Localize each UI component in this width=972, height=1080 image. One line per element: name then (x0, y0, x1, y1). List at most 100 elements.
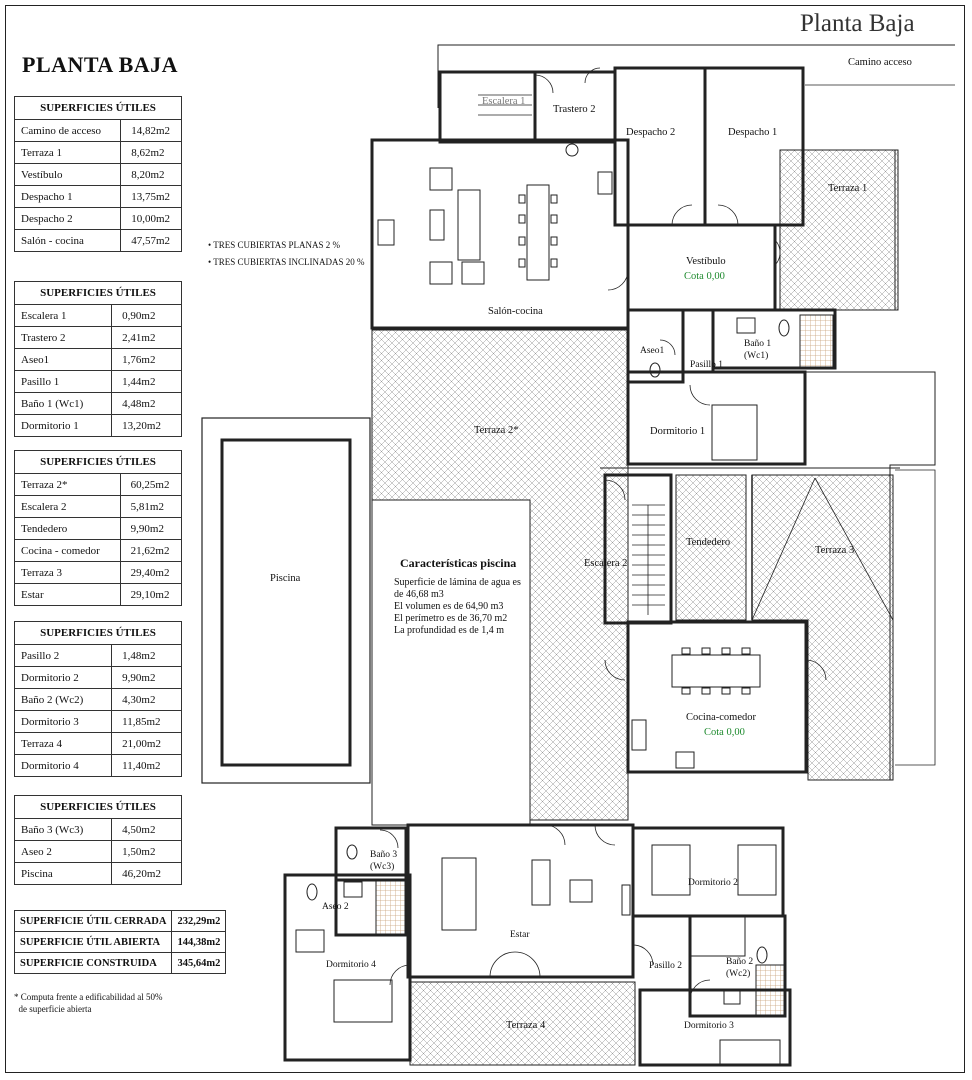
bullet-glyph: • (208, 240, 212, 250)
terraza-3-area (751, 474, 894, 781)
label-aseo-2: Aseo 2 (322, 902, 349, 912)
trastero-2-walls (533, 70, 617, 144)
label-dormitorio-3: Dormitorio 3 (684, 1021, 734, 1031)
label-bano-3-wc: (Wc3) (370, 862, 395, 872)
label-terraza-4: Terraza 4 (506, 1020, 546, 1031)
table-header: SUPERFICIES ÚTILES (14, 450, 182, 474)
pool-info-title: Características piscina (400, 556, 517, 570)
terraza-4-area (409, 981, 636, 1066)
row-value: 5,81m2 (119, 495, 183, 518)
row-value: 46,20m2 (111, 862, 182, 885)
label-piscina: Piscina (270, 573, 301, 584)
aseo-2-walls (334, 878, 408, 937)
row-value: 2,41m2 (111, 326, 182, 349)
label-cocina: Cocina-comedor (686, 712, 756, 723)
label-estar: Estar (510, 930, 530, 940)
row-value: 1,50m2 (111, 840, 182, 863)
vestibulo-walls (626, 225, 777, 312)
footnote: * Computa frente a edificabilidad al 50%… (14, 991, 162, 1015)
row-label: Despacho 2 (13, 207, 122, 230)
pool-info-line-3: El volumen es de 64,90 m3 (394, 601, 504, 612)
row-label: Dormitorio 1 (13, 414, 113, 437)
salon-walls (370, 138, 630, 330)
label-pasillo-2: Pasillo 2 (649, 961, 682, 971)
row-label: Terraza 1 (13, 141, 122, 164)
row-value: 0,90m2 (111, 304, 182, 327)
sheet-title: Planta Baja (800, 10, 915, 37)
label-terraza-2: Terraza 2* (474, 425, 519, 436)
area-table-3: SUPERFICIES ÚTILES Terraza 2*60,25m2 Esc… (14, 450, 183, 606)
row-label: Aseo 2 (13, 840, 113, 863)
pool-inner (220, 438, 352, 767)
label-vestibulo: Vestíbulo (686, 256, 726, 267)
roof-note-text: TRES CUBIERTAS INCLINADAS 20 % (213, 257, 365, 267)
site-boundary (437, 44, 955, 108)
table-header: SUPERFICIES ÚTILES (14, 621, 182, 645)
table-row: Baño 1 (Wc1)4,48m2 (13, 392, 182, 415)
row-value: 1,76m2 (111, 348, 182, 371)
roof-note-2: • TRES CUBIERTAS INCLINADAS 20 % (208, 257, 365, 267)
row-label: Trastero 2 (13, 326, 113, 349)
table-row: Baño 3 (Wc3)4,50m2 (13, 818, 182, 841)
row-value: 11,40m2 (111, 754, 182, 777)
label-despacho-2: Despacho 2 (626, 127, 676, 138)
row-value: 8,62m2 (120, 141, 182, 164)
cocina-walls (626, 620, 808, 774)
pool-info-box (371, 499, 531, 826)
label-bano-3: Baño 3 (370, 850, 398, 860)
pool-info-line-5: La profundidad es de 1,4 m (394, 625, 504, 636)
row-label: Piscina (13, 862, 113, 885)
row-label: Escalera 1 (13, 304, 113, 327)
label-dormitorio-2: Dormitorio 2 (688, 878, 738, 888)
label-cota-cocina: Cota 0,00 (704, 727, 745, 738)
row-label: SUPERFICIE CONSTRUIDA (13, 952, 173, 974)
star-glyph: * (14, 992, 19, 1002)
row-label: Cocina - comedor (14, 539, 121, 562)
label-camino: Camino acceso (848, 57, 912, 68)
row-value: 47,57m2 (120, 229, 182, 252)
label-escalera-1: Escalera 1 (482, 96, 526, 107)
footnote-text-1: Computa frente a edificabilidad al 50% (20, 992, 163, 1002)
bullet-glyph: • (208, 257, 212, 267)
label-dormitorio-4: Dormitorio 4 (326, 960, 376, 970)
area-table-5: SUPERFICIES ÚTILES Baño 3 (Wc3)4,50m2 As… (13, 795, 182, 885)
escalera-1-walls (438, 70, 537, 144)
right-outline (840, 150, 896, 311)
label-terraza-1: Terraza 1 (828, 183, 868, 194)
footnote-text-2: de superficie abierta (18, 1004, 92, 1014)
dormitorio-2-walls (631, 826, 785, 918)
label-terraza-3: Terraza 3 (815, 545, 855, 556)
bano1-walls (711, 308, 837, 370)
row-label: Dormitorio 4 (13, 754, 113, 777)
row-value: 13,20m2 (111, 414, 182, 437)
pool-info-line-4: El perímetro es de 36,70 m2 (394, 613, 508, 624)
row-label: Pasillo 2 (13, 644, 113, 667)
label-despacho-1: Despacho 1 (728, 127, 778, 138)
label-salon: Salón-cocina (488, 306, 543, 317)
label-bano-2: Baño 2 (726, 957, 754, 967)
tendedero-area (675, 474, 747, 621)
right-outline-3 (895, 469, 936, 766)
pool-outer (201, 417, 371, 784)
label-escalera-2: Escalera 2 (584, 558, 628, 569)
plan-title: PLANTA BAJA (22, 52, 179, 77)
label-dormitorio-1: Dormitorio 1 (650, 426, 706, 437)
label-cota-vestibulo: Cota 0,00 (684, 271, 725, 282)
roof-note-1: • TRES CUBIERTAS PLANAS 2 % (208, 240, 340, 250)
roof-note-text: TRES CUBIERTAS PLANAS 2 % (213, 240, 341, 250)
row-label: Tendedero (14, 517, 121, 540)
